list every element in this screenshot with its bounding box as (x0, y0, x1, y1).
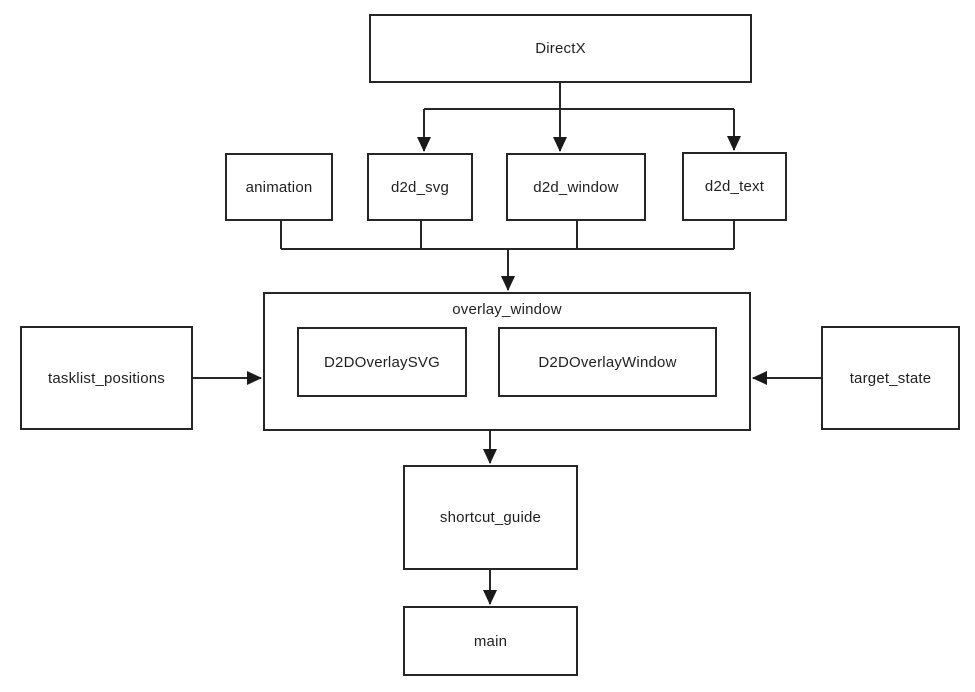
node-directx: DirectX (369, 14, 752, 83)
node-tasklist-positions-label: tasklist_positions (48, 369, 165, 387)
node-d2d-overlay-svg: D2DOverlaySVG (297, 327, 467, 397)
node-shortcut-guide: shortcut_guide (403, 465, 578, 570)
node-main-label: main (473, 632, 508, 650)
node-directx-label: DirectX (535, 40, 586, 57)
node-tasklist-positions: tasklist_positions (20, 326, 193, 430)
node-d2d-svg-label: d2d_svg (390, 178, 450, 196)
node-target-state-label: target_state (849, 369, 932, 387)
node-animation-label: animation (245, 178, 313, 196)
node-d2d-text: d2d_text (682, 152, 787, 221)
node-d2d-overlay-window-label: D2DOverlayWindow (538, 353, 677, 371)
node-overlay-window-label: overlay_window (452, 301, 562, 318)
node-d2d-svg: d2d_svg (367, 153, 473, 221)
node-shortcut-guide-label: shortcut_guide (439, 509, 542, 526)
node-main: main (403, 606, 578, 676)
node-d2d-overlay-svg-label: D2DOverlaySVG (324, 353, 440, 371)
node-d2d-overlay-window: D2DOverlayWindow (498, 327, 717, 397)
node-d2d-text-label: d2d_text (704, 178, 765, 195)
node-d2d-window: d2d_window (506, 153, 646, 221)
node-d2d-window-label: d2d_window (533, 178, 619, 196)
node-animation: animation (225, 153, 333, 221)
node-overlay-window-group: overlay_window (263, 292, 751, 431)
node-target-state: target_state (821, 326, 960, 430)
